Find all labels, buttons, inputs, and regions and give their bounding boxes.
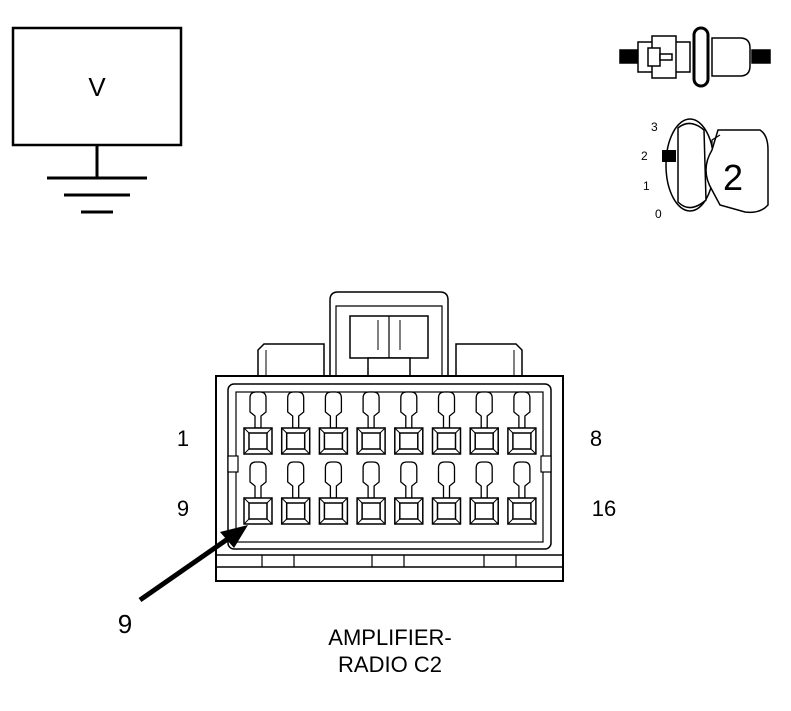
pin-cavity-3 — [318, 391, 349, 455]
pin-label-8: 8 — [590, 426, 602, 451]
ignition-pos-3: 3 — [651, 120, 658, 134]
pin-label-1: 1 — [177, 426, 189, 451]
pin-cavity-16 — [507, 461, 537, 525]
ignition-key-icon: 3 2 1 0 2 — [641, 118, 769, 221]
pin-cavity-12 — [356, 461, 386, 525]
pin-label-16: 16 — [592, 496, 616, 521]
pin-cavity-8 — [507, 391, 537, 455]
pin-cavity-13 — [394, 461, 424, 525]
ignition-pos-0: 0 — [655, 207, 662, 221]
pin-cavity-11 — [318, 461, 349, 525]
pin-cavity-5 — [394, 391, 424, 455]
probe-icon — [619, 26, 771, 88]
connector-name-line2: RADIO C2 — [338, 652, 442, 677]
pin-cavity-9 — [243, 461, 273, 525]
voltmeter-label: V — [88, 72, 106, 102]
voltmeter: V — [11, 26, 183, 214]
ignition-selector-mark — [662, 150, 676, 162]
pointer-pin-label: 9 — [118, 609, 132, 639]
pin-cavity-10 — [280, 461, 311, 525]
ignition-selected-position: 2 — [723, 157, 743, 198]
pin-cavity-2 — [280, 391, 311, 455]
connector-name-line1: AMPLIFIER- — [328, 625, 451, 650]
pin-cavity-1 — [243, 391, 273, 455]
ignition-pos-1: 1 — [643, 179, 650, 193]
voltmeter-box — [11, 26, 183, 147]
pin-label-9: 9 — [177, 496, 189, 521]
pin-cavity-4 — [356, 391, 386, 455]
pin-cavity-15 — [469, 461, 499, 525]
pin-cavity-6 — [431, 391, 462, 455]
pin-cavities — [243, 391, 537, 525]
pointer-arrow — [138, 525, 248, 603]
ignition-pos-2: 2 — [641, 149, 648, 163]
ground-symbol — [47, 145, 147, 214]
pin-cavity-7 — [469, 391, 499, 455]
pin-cavity-14 — [431, 461, 462, 525]
